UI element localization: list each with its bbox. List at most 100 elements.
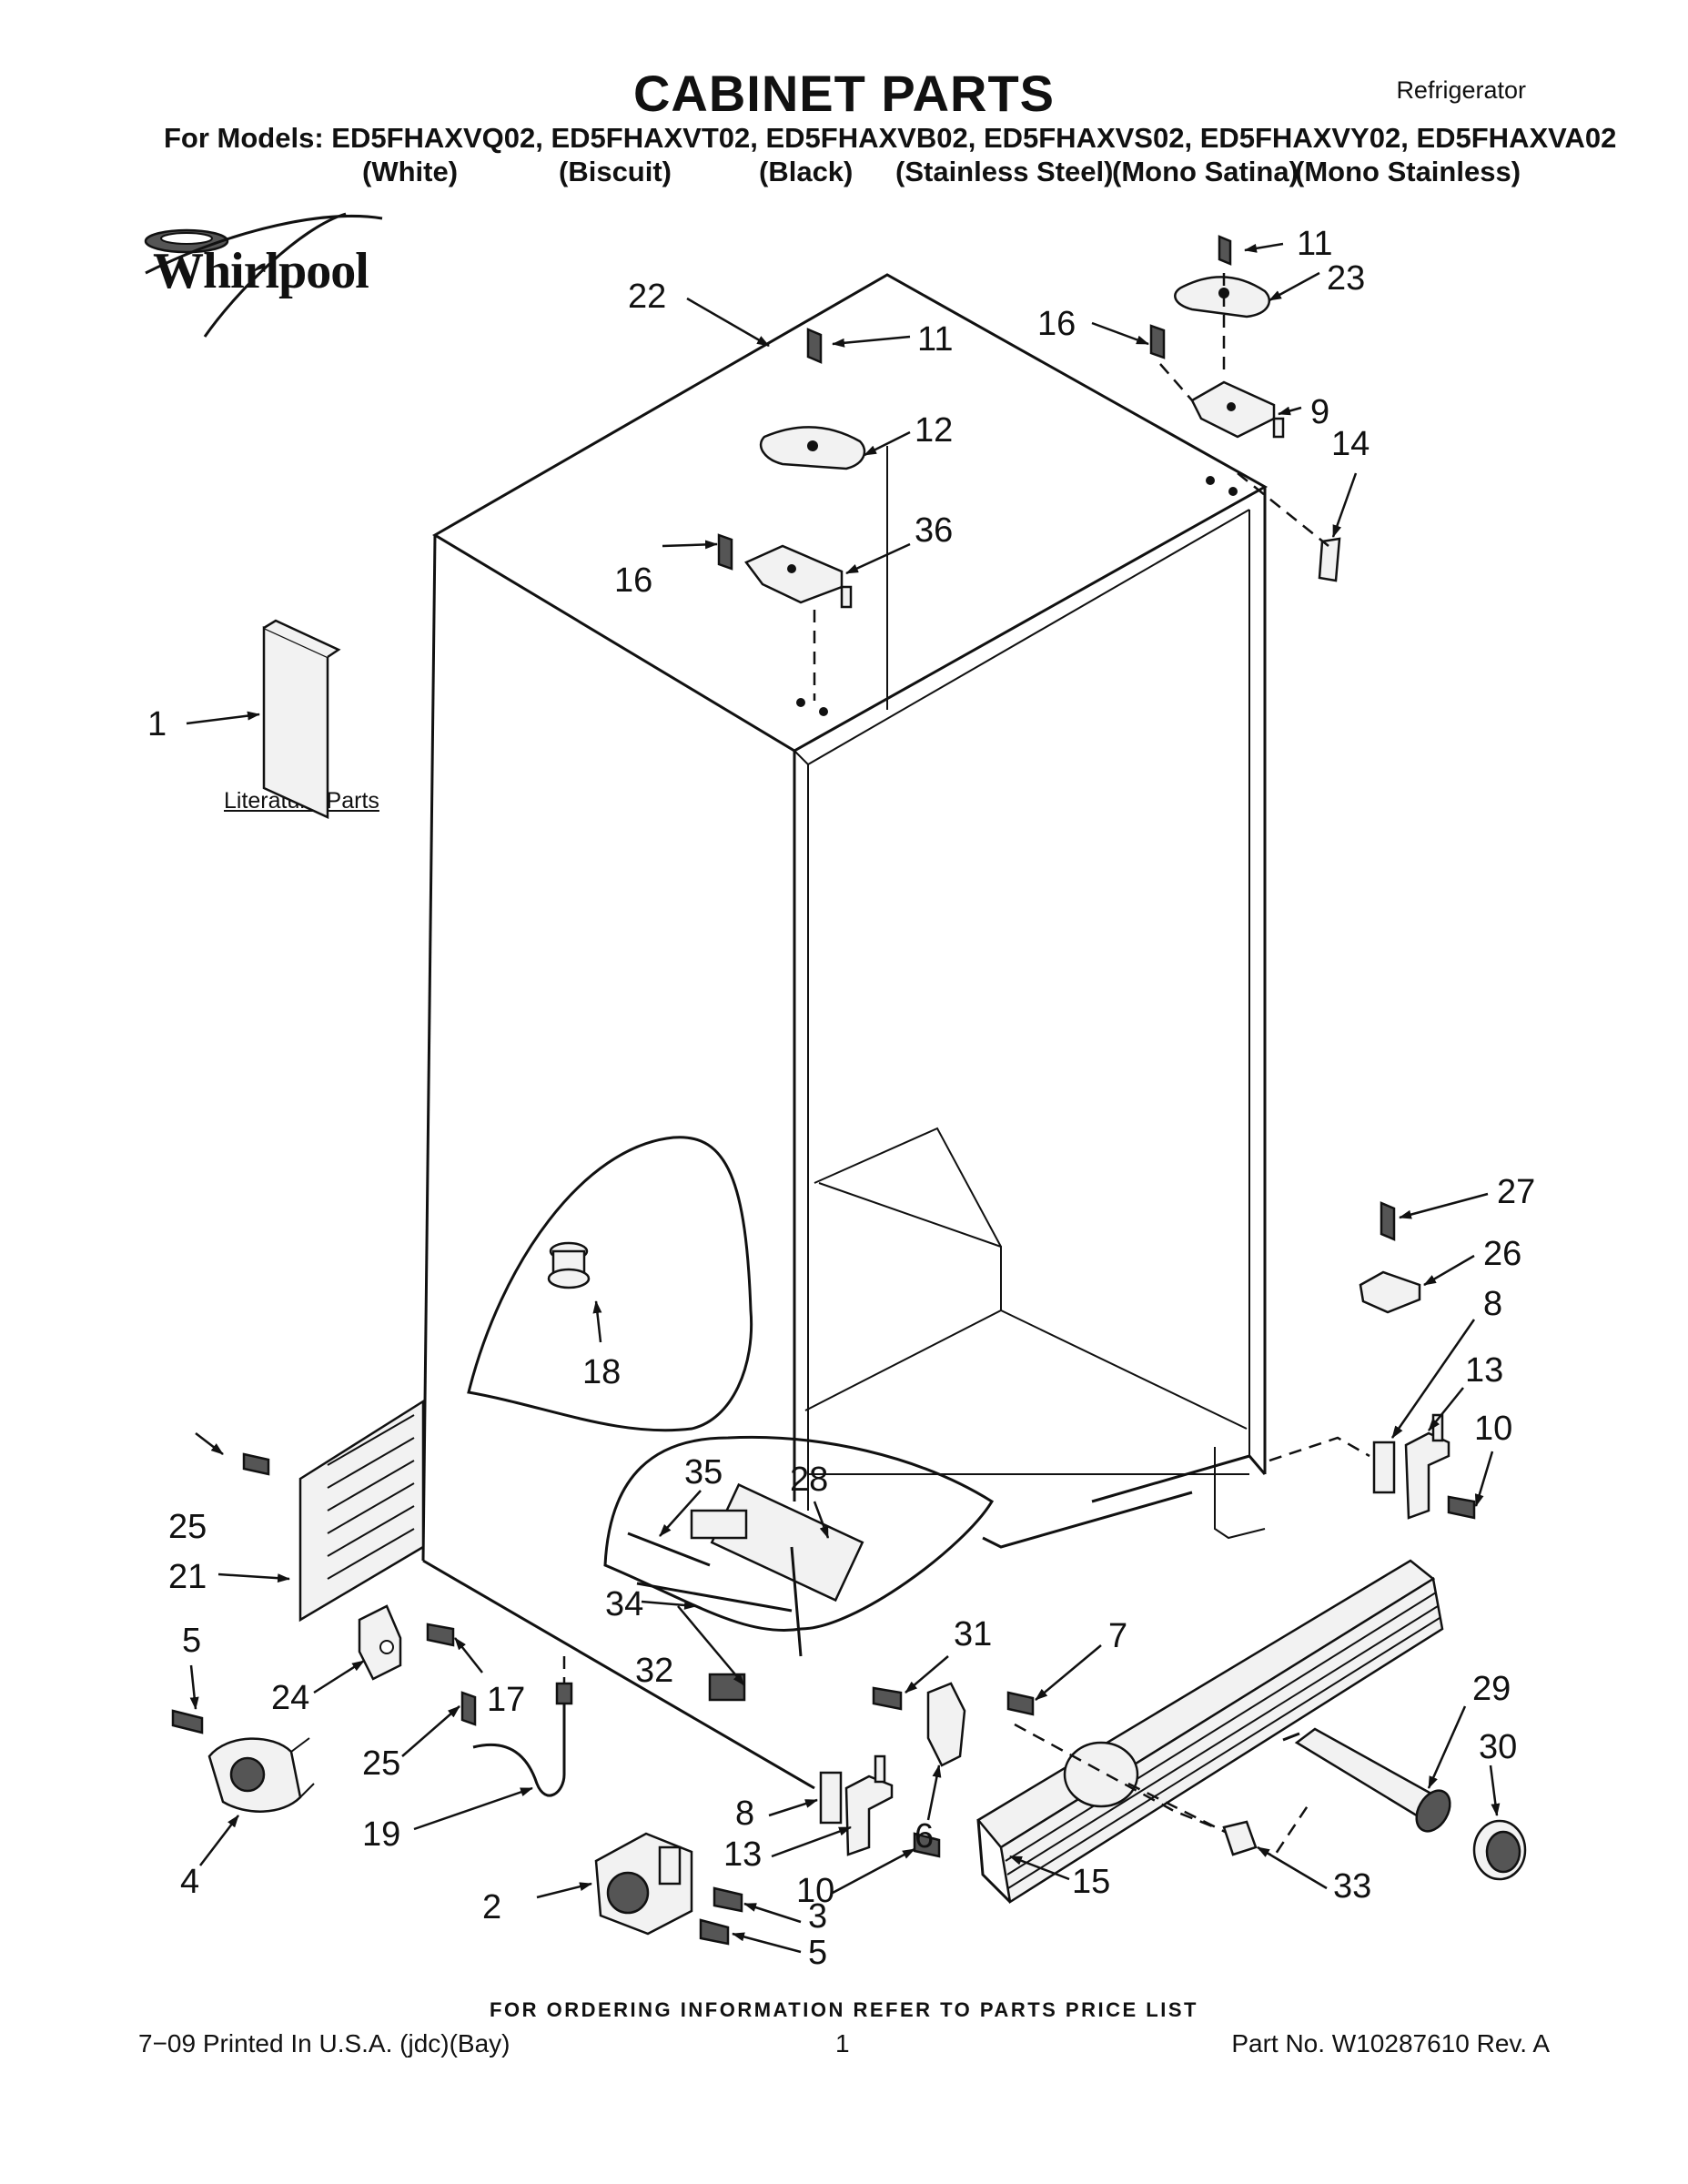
part-31-screw [872, 1686, 903, 1711]
callout-17: 17 [487, 1681, 525, 1719]
part-25-screw-lower [460, 1691, 477, 1726]
part-17-screw [426, 1623, 455, 1647]
callout-5-left: 5 [182, 1622, 201, 1660]
part-29-water-filter [1282, 1727, 1451, 1833]
part-8-right-shim [1372, 1441, 1396, 1494]
cutaway-upper [467, 1136, 753, 1432]
callout-4: 4 [180, 1863, 199, 1901]
part-10-center-bolt [913, 1832, 941, 1858]
part-12-hinge-cover [759, 426, 866, 470]
part-number: Part No. W10287610 Rev. A [1231, 2029, 1550, 2058]
part-16-screw-center [717, 533, 733, 571]
page-title: CABINET PARTS [632, 65, 1056, 122]
callout-24: 24 [271, 1679, 309, 1717]
part-24-bracket [358, 1604, 402, 1681]
callout-36: 36 [915, 511, 953, 550]
callout-35: 35 [684, 1453, 723, 1491]
print-info: 7−09 Printed In U.S.A. (jdc)(Bay) [138, 2029, 510, 2058]
page-number: 1 [835, 2029, 850, 2058]
part-28-filter-housing [690, 1482, 864, 1603]
callout-21: 21 [168, 1558, 207, 1596]
callout-14: 14 [1331, 425, 1370, 463]
cutaway-lower [603, 1435, 995, 1633]
callout-22: 22 [628, 278, 666, 316]
part-34-tube [636, 1582, 793, 1613]
callout-2: 2 [482, 1888, 501, 1926]
part-5-screw-left [171, 1709, 204, 1734]
callout-1: 1 [147, 705, 167, 743]
callout-16-center: 16 [614, 561, 652, 600]
callout-25-lower: 25 [362, 1744, 400, 1783]
part-18-drain-grommet [547, 1241, 591, 1289]
part-8-center-shim [819, 1771, 843, 1825]
color-label-black: (Black) [759, 156, 854, 187]
callout-6: 6 [915, 1817, 934, 1855]
part-10-right-bolt [1447, 1495, 1476, 1520]
part-34-tube-end [790, 1546, 803, 1657]
color-label-white: (White) [362, 156, 459, 187]
part-26-bracket [1359, 1270, 1421, 1314]
part-30-filter-cap [1472, 1819, 1527, 1881]
part-14-plug [1318, 537, 1341, 582]
callout-19: 19 [362, 1815, 400, 1854]
callout-11-center: 11 [917, 320, 953, 359]
part-3-bolt [713, 1886, 743, 1913]
callout-31: 31 [954, 1615, 992, 1653]
callout-10-right: 10 [1474, 1410, 1512, 1448]
callout-11-top: 11 [1297, 225, 1332, 263]
callout-34: 34 [605, 1585, 643, 1623]
callouts: 11 23 22 16 9 14 11 12 36 16 1 27 26 8 1… [147, 225, 1535, 1972]
callout-29: 29 [1472, 1670, 1511, 1708]
part-2-lower-hinge [594, 1832, 693, 1936]
callout-3: 3 [808, 1897, 827, 1936]
callout-8-right: 8 [1483, 1285, 1502, 1323]
part-11-screw-top [1218, 235, 1232, 266]
callout-32: 32 [635, 1652, 673, 1690]
color-label-biscuit: (Biscuit) [559, 156, 672, 187]
part-36-hinge-plate [744, 544, 853, 609]
callout-7: 7 [1108, 1617, 1127, 1655]
models-line: For Models: ED5FHAXVQ02, ED5FHAXVT02, ED… [164, 122, 1617, 154]
ordering-note: FOR ORDERING INFORMATION REFER TO PARTS … [490, 1998, 1198, 2021]
part-15-base-grille [976, 1559, 1444, 1905]
callout-10-center: 10 [796, 1872, 834, 1910]
part-16-screw-right [1149, 324, 1166, 359]
callout-26: 26 [1483, 1235, 1521, 1273]
category-label: Refrigerator [1396, 76, 1526, 104]
callout-12: 12 [915, 411, 953, 450]
part-21-rear-panel [298, 1399, 425, 1623]
part-7-screw [1006, 1691, 1035, 1716]
part-4-roller [207, 1737, 315, 1813]
callout-18: 18 [582, 1353, 621, 1391]
callout-28: 28 [790, 1461, 828, 1499]
part-35-tube [627, 1532, 711, 1567]
callout-30: 30 [1479, 1728, 1517, 1766]
callout-8-center: 8 [735, 1795, 754, 1833]
part-1-literature [262, 626, 329, 819]
part-5-bolt-lower [699, 1918, 730, 1946]
cabinet-shell [421, 273, 1269, 1790]
callout-23: 23 [1327, 259, 1365, 298]
part-11-screw-center [806, 328, 823, 364]
callout-9: 9 [1310, 393, 1329, 431]
callout-5-lower: 5 [808, 1934, 827, 1972]
color-label-mono-satina: (Mono Satina) [1112, 156, 1299, 187]
part-25-screw-upper [242, 1452, 270, 1476]
part-6-clip [926, 1682, 966, 1767]
part-27-screw [1380, 1201, 1396, 1241]
whirlpool-swirl-logo [144, 212, 383, 338]
part-33-bypass-cap [1222, 1820, 1258, 1856]
callout-27: 27 [1497, 1173, 1535, 1211]
callout-13-center: 13 [723, 1835, 762, 1874]
color-label-stainless: (Stainless Steel) [895, 156, 1114, 187]
part-23-hinge-cover [1174, 276, 1270, 318]
callout-16-top: 16 [1037, 305, 1076, 343]
callout-15: 15 [1072, 1863, 1110, 1901]
part-13-right-hinge [1404, 1413, 1450, 1520]
callout-33: 33 [1333, 1867, 1371, 1906]
part-9-hinge-plate [1190, 380, 1285, 439]
part-13-center-hinge [844, 1754, 894, 1856]
callout-13-right: 13 [1465, 1351, 1503, 1390]
